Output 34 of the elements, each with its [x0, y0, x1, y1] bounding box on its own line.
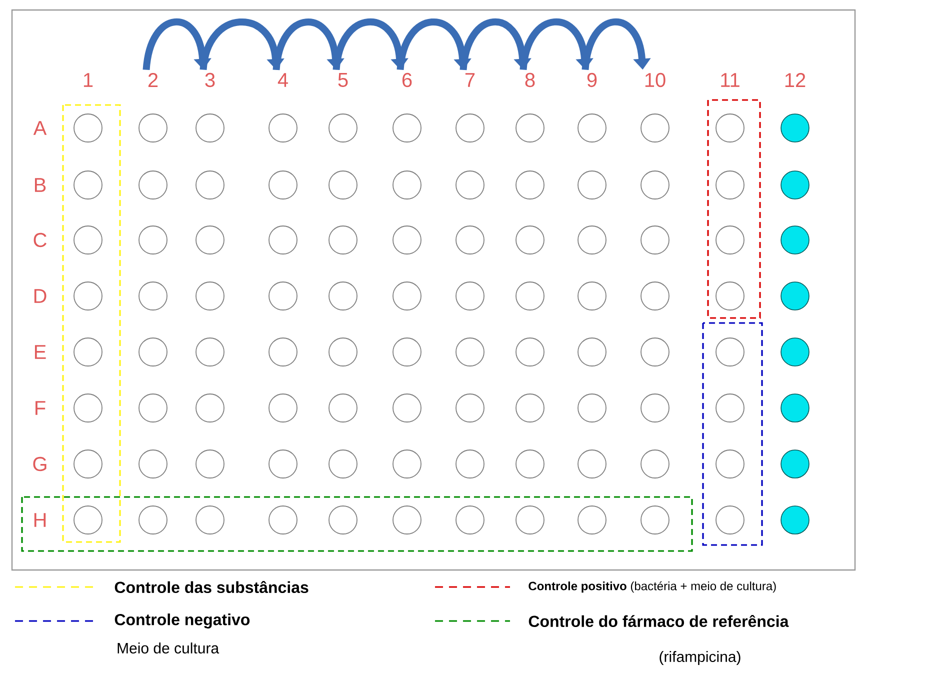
column-number: 2: [148, 73, 158, 87]
column-number: 10: [645, 72, 666, 88]
legend-note: Meio de cultura: [118, 642, 220, 654]
curved-arrow: [142, 18, 212, 70]
curved-arrow: [582, 18, 651, 70]
legend-text: Controle das substâncias: [114, 580, 308, 594]
curved-arrow: [520, 18, 594, 70]
curved-arrow: [460, 18, 532, 70]
row-letter: E: [34, 345, 46, 359]
legend-text: Controle positivo (bactéria + meio de cultura): [528, 581, 776, 593]
column-number: 12: [785, 73, 806, 87]
row-letter: C: [34, 232, 46, 248]
curved-arrow: [272, 18, 344, 70]
legend-text: Controle negativo: [114, 614, 250, 628]
row-letter: B: [34, 178, 46, 192]
curved-arrow: [200, 18, 284, 70]
column-number: 6: [402, 72, 412, 88]
column-number: 3: [205, 72, 215, 88]
column-number: 9: [587, 72, 597, 88]
row-letter: F: [36, 401, 46, 415]
column-number: 7: [465, 73, 475, 87]
legend-note: (rifampicina): [660, 651, 740, 665]
column-number: 5: [338, 73, 348, 87]
curved-arrow: [396, 18, 472, 70]
column-number: 1: [84, 73, 93, 87]
row-letter: G: [33, 456, 46, 472]
row-letter: D: [34, 289, 46, 303]
column-number: 8: [525, 72, 535, 88]
row-letter: A: [33, 121, 47, 135]
curved-arrow: [332, 18, 408, 70]
column-number: 11: [721, 73, 740, 87]
column-number: 4: [278, 73, 288, 87]
legend-text: Controle do fármaco de referência: [528, 614, 789, 628]
row-letter: H: [34, 513, 46, 527]
